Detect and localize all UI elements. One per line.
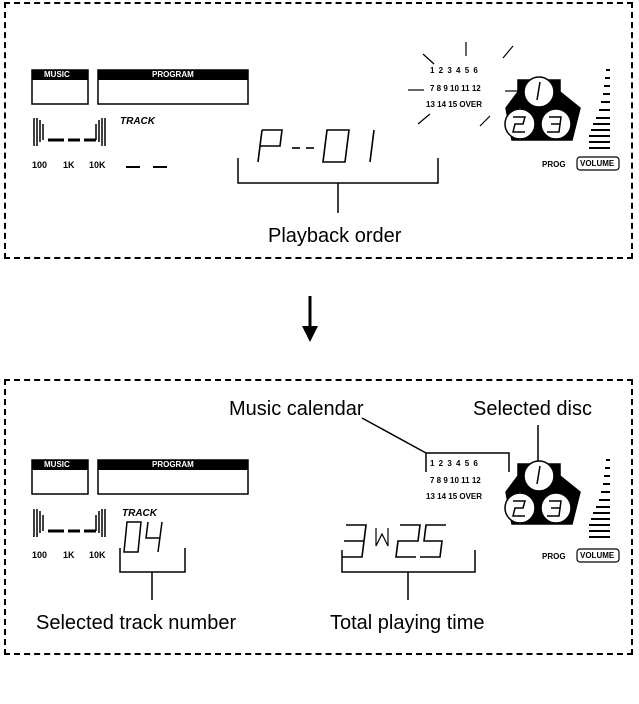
calendar-row-2: 7 8 9 10 11 12	[430, 84, 481, 93]
calendar-row-3: 13 14 15 OVER	[426, 100, 483, 109]
eq-label-1k: 1K	[63, 550, 75, 560]
eq-label-10k: 10K	[89, 160, 106, 170]
top-panel-graphics	[31, 42, 620, 213]
track-segment-display	[123, 521, 163, 553]
disc-selector-icon	[504, 76, 581, 141]
calendar-blink-rays	[408, 42, 518, 127]
bottom-panel-graphics	[31, 417, 620, 600]
calendar-row-2: 7 8 9 10 11 12	[430, 476, 481, 485]
callout-selected-disc: Selected disc	[473, 398, 592, 420]
time-segment-display	[342, 524, 446, 558]
calendar-row-1: 1 2 3 4 5 6	[430, 459, 479, 468]
program-label: PROGRAM	[152, 70, 194, 79]
eq-label-10k: 10K	[89, 550, 106, 560]
calendar-row-1: 1 2 3 4 5 6	[430, 66, 479, 75]
volume-label: VOLUME	[580, 159, 615, 168]
volume-frame	[576, 156, 620, 171]
eq-bars-icon	[33, 509, 106, 537]
eq-bars-icon	[33, 118, 106, 146]
eq-label-100: 100	[32, 160, 48, 170]
prog-label: PROG	[542, 552, 566, 561]
caption-playback-order: Playback order	[268, 225, 402, 247]
callout-selected-track: Selected track number	[36, 612, 237, 634]
prog-label: PROG	[542, 160, 566, 169]
volume-frame	[576, 548, 620, 563]
display-panel-before	[4, 2, 633, 259]
music-label: MUSIC	[44, 460, 70, 469]
disc-selector-icon	[504, 460, 581, 525]
down-arrow-icon	[302, 296, 318, 342]
music-label: MUSIC	[44, 70, 70, 79]
volume-level-icon	[589, 459, 610, 538]
volume-label: VOLUME	[580, 551, 615, 560]
program-label: PROGRAM	[152, 460, 194, 469]
calendar-row-3: 13 14 15 OVER	[426, 492, 483, 501]
eq-label-1k: 1K	[63, 160, 75, 170]
callout-music-calendar: Music calendar	[229, 398, 364, 420]
main-segment-display	[257, 129, 375, 163]
display-panel-after	[4, 379, 633, 655]
callout-total-time: Total playing time	[330, 612, 485, 634]
volume-level-icon	[589, 69, 610, 149]
track-label: TRACK	[122, 508, 157, 519]
eq-label-100: 100	[32, 550, 48, 560]
track-label: TRACK	[120, 116, 155, 127]
